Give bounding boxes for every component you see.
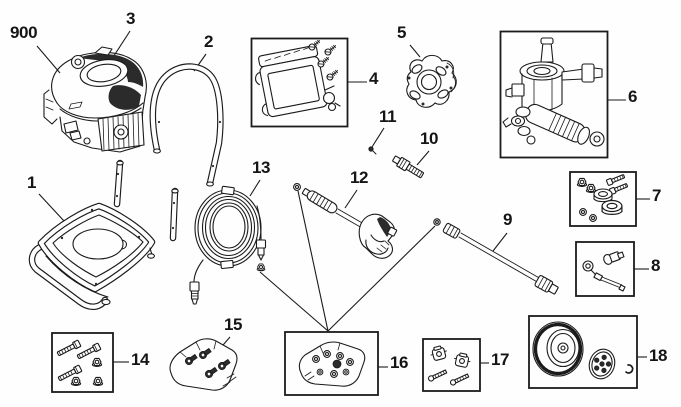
leader-11 bbox=[371, 127, 385, 148]
screw-icon bbox=[427, 368, 448, 383]
leader-5 bbox=[409, 44, 421, 58]
callout-12: 12 bbox=[350, 168, 369, 187]
part-screw bbox=[368, 146, 377, 155]
clamp-icon bbox=[428, 344, 449, 362]
nut-icon bbox=[91, 357, 103, 367]
kit-18-contents bbox=[532, 321, 634, 380]
callout-3: 3 bbox=[126, 9, 136, 28]
screw-icon bbox=[449, 372, 470, 387]
leader-13 bbox=[249, 179, 261, 197]
leader-lines bbox=[36, 30, 650, 368]
o-ring-icon bbox=[312, 355, 320, 363]
kit-box-6 bbox=[499, 30, 609, 159]
callout-900: 900 bbox=[10, 23, 38, 42]
o-ring-icon bbox=[330, 370, 338, 378]
kit-16-contents bbox=[298, 341, 366, 387]
kit-box-17 bbox=[422, 338, 481, 392]
callout-15: 15 bbox=[224, 315, 243, 334]
leader-12 bbox=[344, 189, 358, 209]
part-handle bbox=[149, 63, 224, 187]
screw-icon bbox=[325, 67, 341, 82]
part-engine-assembly bbox=[43, 46, 147, 153]
screw-icon bbox=[316, 54, 332, 69]
callout-16: 16 bbox=[390, 353, 409, 372]
nut-icon bbox=[576, 177, 588, 187]
o-ring-icon bbox=[342, 368, 350, 376]
kit-box-4 bbox=[250, 37, 349, 128]
callout-17: 17 bbox=[491, 350, 510, 369]
kit-box-16 bbox=[284, 331, 379, 396]
callout-11: 11 bbox=[379, 107, 397, 126]
part-frame bbox=[28, 159, 179, 310]
nut-icon bbox=[70, 376, 82, 386]
kit-box-18 bbox=[528, 315, 638, 389]
callout-6: 6 bbox=[628, 87, 638, 106]
part-stud-bolt bbox=[392, 155, 424, 179]
part-control-panel-kit bbox=[254, 37, 341, 118]
hose-nut-icon bbox=[256, 263, 266, 272]
o-ring-icon bbox=[346, 358, 354, 366]
nut-icon bbox=[92, 376, 104, 386]
part-spray-gun bbox=[293, 183, 398, 259]
kit-14-contents bbox=[55, 339, 104, 386]
converge-line-hose bbox=[259, 271, 329, 332]
callout-4: 4 bbox=[369, 69, 379, 88]
o-ring-icon bbox=[323, 350, 331, 358]
washer-icon bbox=[579, 208, 587, 216]
washer-icon bbox=[589, 214, 597, 222]
callout-10: 10 bbox=[420, 129, 439, 148]
part-mounting-flange bbox=[406, 54, 457, 108]
leader-900 bbox=[36, 45, 61, 74]
kit-box-8 bbox=[575, 241, 635, 297]
leader-9 bbox=[492, 232, 508, 252]
seal-cap-icon bbox=[593, 188, 613, 203]
leader-1 bbox=[38, 193, 65, 222]
kit-box-7 bbox=[569, 171, 637, 227]
part-spray-wand bbox=[433, 218, 559, 295]
callout-5: 5 bbox=[397, 23, 407, 42]
o-ring-icon bbox=[336, 352, 344, 360]
converge-line-gun bbox=[297, 190, 329, 332]
callout-13: 13 bbox=[252, 158, 271, 177]
screw-icon bbox=[307, 37, 323, 52]
o-ring-icon bbox=[316, 368, 324, 376]
callout-7: 7 bbox=[652, 186, 662, 205]
nut-icon bbox=[585, 183, 597, 193]
part-pump bbox=[502, 37, 605, 147]
part-nozzle-kit-bag bbox=[169, 338, 238, 391]
kit-8-contents bbox=[582, 251, 626, 292]
screw-icon bbox=[323, 42, 339, 57]
callout-14: 14 bbox=[131, 350, 150, 369]
kit-17-contents bbox=[427, 344, 472, 387]
callout-2: 2 bbox=[204, 32, 214, 51]
leader-10 bbox=[416, 150, 430, 166]
bolt-icon bbox=[55, 339, 82, 358]
kit-7-contents bbox=[576, 172, 629, 222]
bolt-icon bbox=[605, 172, 626, 187]
callout-1: 1 bbox=[27, 173, 37, 192]
kit-box-14 bbox=[51, 332, 114, 393]
clamp-icon bbox=[452, 351, 472, 369]
part-high-pressure-hose bbox=[189, 185, 267, 305]
converge-line-wand bbox=[327, 225, 436, 332]
callout-9: 9 bbox=[503, 210, 513, 229]
callout-8: 8 bbox=[651, 256, 661, 275]
seal-cap-icon bbox=[601, 199, 623, 215]
callout-18: 18 bbox=[649, 346, 668, 365]
